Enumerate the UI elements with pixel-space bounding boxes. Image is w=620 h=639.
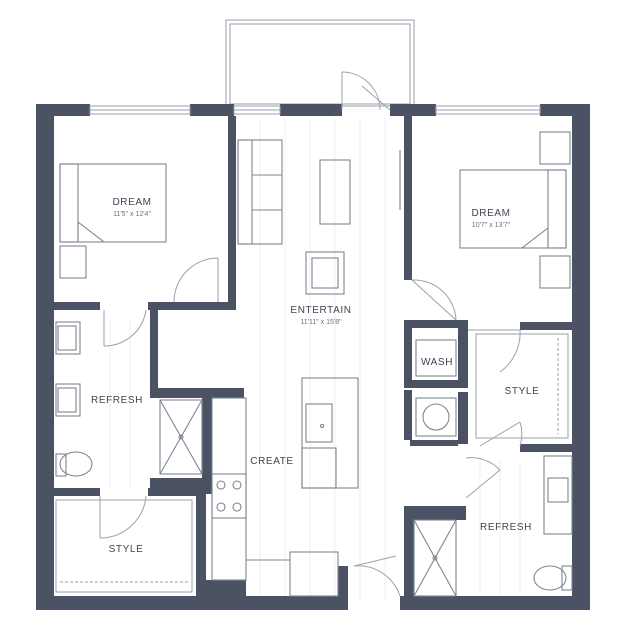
windows (89, 105, 541, 115)
room-name-style-left: STYLE (109, 544, 144, 555)
room-dims-dream-left: 11'5" x 12'4" (113, 211, 151, 218)
room-dims-dream-right: 10'7" x 13'7" (472, 222, 511, 229)
bed-right (459, 131, 571, 289)
kitchen-counter (211, 397, 339, 597)
washer-dryer (415, 339, 457, 437)
bath-right-fixtures (413, 455, 573, 597)
balcony-inner (229, 23, 411, 105)
room-name-entertain: ENTERTAIN (290, 305, 351, 316)
room-name-dream-right: DREAM (471, 208, 510, 219)
room-name-refresh-right: REFRESH (480, 522, 532, 533)
room-name-dream-left: DREAM (112, 197, 151, 208)
room-name-wash: WASH (421, 357, 453, 368)
balcony-door[interactable] (341, 71, 391, 111)
room-name-refresh-left: REFRESH (91, 395, 143, 406)
room-name-style-right: STYLE (505, 386, 540, 397)
kitchen-island (301, 377, 359, 489)
balcony (225, 19, 415, 107)
exterior-walls (36, 104, 590, 610)
doors[interactable] (99, 257, 523, 597)
floor-pattern (109, 118, 521, 600)
room-name-create: CREATE (250, 456, 293, 467)
interior-walls (54, 116, 572, 610)
living-furniture (237, 139, 401, 295)
bath-left-fixtures (55, 321, 203, 477)
bed-left (59, 163, 167, 279)
room-dims-entertain: 11'11" x 15'8" (300, 319, 342, 326)
